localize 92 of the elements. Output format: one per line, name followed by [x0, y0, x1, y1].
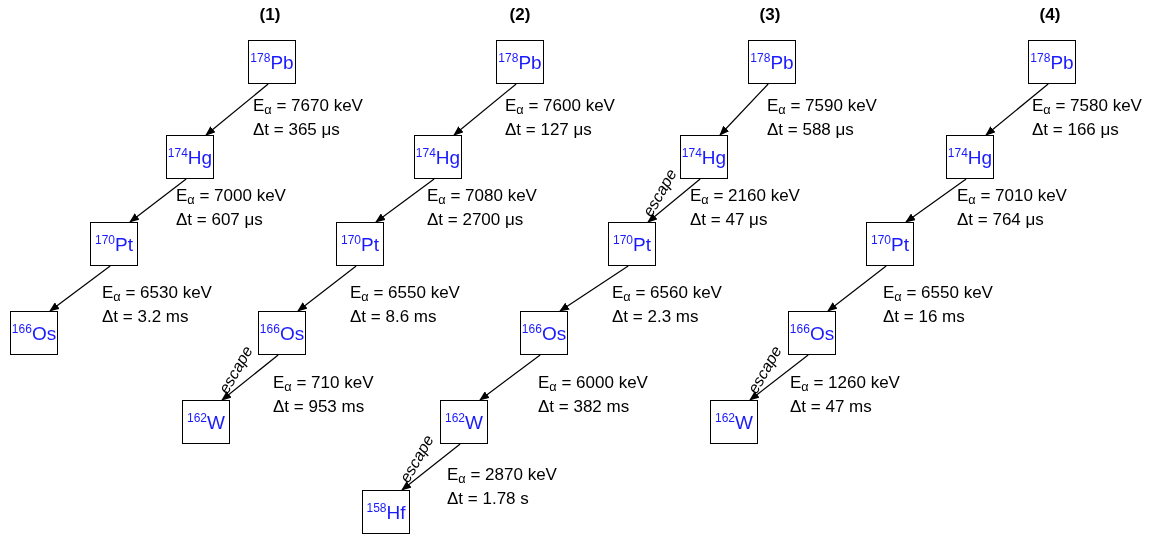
- decay-value: Δt = 8.6 ms: [350, 308, 437, 325]
- arrow: [375, 178, 435, 223]
- nuclide-box: [182, 400, 230, 444]
- nuclide-box: [710, 400, 758, 444]
- decay-value: E$_{α}$ = 1260 keV: [790, 374, 900, 391]
- decay-value: Δt = 2.3 ms: [612, 308, 699, 325]
- nuclide-box: [258, 311, 306, 355]
- decay-value: Δt = 3.2 ms: [102, 308, 189, 325]
- decay-value: Δt = 953 ms: [273, 398, 365, 415]
- arrow: [827, 265, 887, 312]
- decay-value: E$_{α}$ = 7590 keV: [767, 97, 877, 114]
- nuclide-box: [90, 222, 138, 266]
- nuclide-box: [946, 135, 994, 179]
- nuclide-label: $^{178}$Pb: [498, 52, 542, 72]
- decay-value: Δt = 2700 μs: [427, 211, 524, 228]
- arrow: [479, 354, 541, 401]
- nuclide-label: $^{166}$Os: [789, 323, 835, 343]
- decay-value: E$_{α}$ = 2870 keV: [447, 466, 557, 483]
- decay-value: E$_{α}$ = 7670 keV: [253, 97, 363, 114]
- nuclide-label: $^{162}$W: [715, 412, 753, 432]
- decay-chain-number: (2): [509, 6, 531, 23]
- arrow: [453, 83, 517, 136]
- nuclide-label: $^{158}$Hf: [366, 502, 406, 522]
- nuclide-label: $^{174}$Hg: [415, 147, 461, 167]
- nuclide-box: [414, 135, 462, 179]
- arrow: [749, 354, 809, 401]
- nuclide-label: $^{174}$Hg: [681, 147, 727, 167]
- nuclide-box: [1028, 40, 1076, 84]
- decay-value: E$_{α}$ = 7580 keV: [1032, 97, 1142, 114]
- arrow: [647, 178, 701, 223]
- decay-chain-number: (4): [1039, 6, 1061, 23]
- arrow: [297, 265, 357, 312]
- nuclide-box: [362, 490, 410, 534]
- nuclide-label: $^{166}$Os: [259, 323, 305, 343]
- nuclide-box: [166, 135, 214, 179]
- decay-value: Δt = 16 ms: [883, 308, 965, 325]
- decay-value: E$_{α}$ = 7600 keV: [505, 97, 615, 114]
- decay-value: E$_{α}$ = 710 keV: [273, 374, 374, 391]
- decay-value: E$_{α}$ = 7000 keV: [176, 187, 286, 204]
- arrow: [985, 83, 1049, 136]
- decay-chain-number: (1): [259, 6, 281, 23]
- nuclide-label: $^{162}$W: [445, 412, 483, 432]
- decay-value: Δt = 1.78 s: [447, 490, 529, 507]
- decay-value: Δt = 588 μs: [767, 121, 854, 138]
- nuclide-label: $^{174}$Hg: [947, 147, 993, 167]
- decay-value: Δt = 127 μs: [505, 121, 592, 138]
- decay-value: Δt = 607 μs: [176, 211, 263, 228]
- arrow: [49, 265, 111, 312]
- nuclide-label: $^{178}$Pb: [250, 52, 294, 72]
- decay-value: Δt = 764 μs: [957, 211, 1044, 228]
- decay-value: E$_{α}$ = 2160 keV: [690, 187, 800, 204]
- nuclide-label: $^{174}$Hg: [167, 147, 213, 167]
- nuclide-box: [440, 400, 488, 444]
- nuclide-box: [336, 222, 384, 266]
- decay-value: Δt = 166 μs: [1032, 121, 1119, 138]
- nuclide-box: [10, 311, 58, 355]
- arrow: [205, 83, 269, 136]
- decay-value: Δt = 365 μs: [253, 121, 340, 138]
- decay-value: E$_{α}$ = 7080 keV: [427, 187, 537, 204]
- nuclide-box: [496, 40, 544, 84]
- nuclide-box: [788, 311, 836, 355]
- nuclide-box: [520, 311, 568, 355]
- decay-value: Δt = 47 μs: [690, 211, 768, 228]
- nuclide-label: $^{166}$Os: [11, 323, 57, 343]
- arrow: [129, 178, 187, 223]
- decay-value: E$_{α}$ = 6530 keV: [102, 284, 212, 301]
- nuclide-label: $^{170}$Pt: [341, 234, 379, 254]
- nuclide-box: [866, 222, 914, 266]
- decay-value: E$_{α}$ = 7010 keV: [957, 187, 1067, 204]
- arrow: [719, 83, 769, 136]
- nuclide-label: $^{162}$W: [187, 412, 225, 432]
- nuclide-box: [680, 135, 728, 179]
- nuclide-label: $^{170}$Pt: [613, 234, 651, 254]
- nuclide-label: $^{178}$Pb: [1030, 52, 1074, 72]
- decay-value: Δt = 382 ms: [538, 398, 630, 415]
- decay-value: E$_{α}$ = 6560 keV: [612, 284, 722, 301]
- nuclide-label: $^{170}$Pt: [871, 234, 909, 254]
- decay-chain-number: (3): [759, 6, 781, 23]
- nuclide-label: $^{170}$Pt: [95, 234, 133, 254]
- nuclide-label: $^{178}$Pb: [750, 52, 794, 72]
- decay-value: E$_{α}$ = 6550 keV: [883, 284, 993, 301]
- nuclide-box: [608, 222, 656, 266]
- decay-value: Δt = 47 ms: [790, 398, 872, 415]
- arrow: [559, 265, 629, 312]
- nuclide-box: [748, 40, 796, 84]
- decay-value: E$_{α}$ = 6550 keV: [350, 284, 460, 301]
- decay-value: E$_{α}$ = 6000 keV: [538, 374, 648, 391]
- nuclide-box: [248, 40, 296, 84]
- arrow: [221, 354, 279, 401]
- nuclide-label: $^{166}$Os: [521, 323, 567, 343]
- arrow: [401, 443, 461, 491]
- arrow: [905, 178, 967, 223]
